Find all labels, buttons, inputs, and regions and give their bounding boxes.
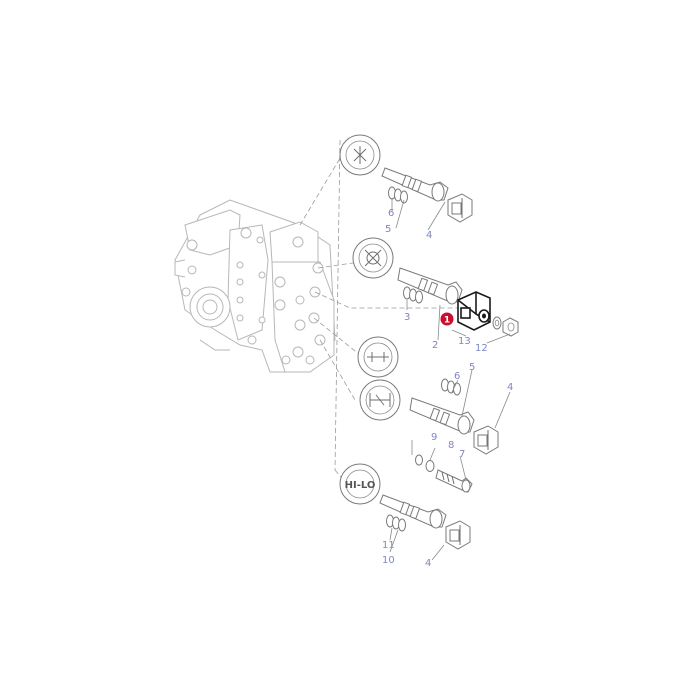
solenoid-coil-part-1[interactable] <box>457 291 491 331</box>
solenoid-assembly-e <box>379 494 471 550</box>
callout-4a: 4 <box>426 230 432 241</box>
callout-6a: 6 <box>388 208 394 219</box>
callout-5c: 5 <box>469 362 475 373</box>
solenoid-assembly-c <box>409 378 499 455</box>
screw-assembly-d <box>415 454 473 493</box>
callout-4e: 4 <box>425 558 431 569</box>
callout-10e: 10 <box>382 555 395 566</box>
symbol-disc-3 <box>357 336 399 378</box>
callout-13b: 13 <box>458 336 471 347</box>
callout-12b: 12 <box>475 343 488 354</box>
nut-12 <box>502 317 519 337</box>
callout-7d: 7 <box>459 449 465 460</box>
callout-5a: 5 <box>385 224 391 235</box>
symbol-disc-1 <box>339 134 381 176</box>
hi-lo-label: HI-LO <box>345 480 376 491</box>
valve-housing <box>174 199 336 373</box>
washer-13 <box>492 316 502 330</box>
solenoid-assembly-a <box>381 167 473 223</box>
callout-6c: 6 <box>454 371 460 382</box>
symbol-disc-2 <box>352 237 394 279</box>
callout-numbers: 6 5 4 3 2 13 12 6 5 4 9 8 7 11 10 4 <box>382 208 513 569</box>
callout-8d: 8 <box>448 440 454 451</box>
callout-3b: 3 <box>404 312 410 323</box>
callout-4c: 4 <box>507 382 513 393</box>
callout-2b: 2 <box>432 340 438 351</box>
callout-11e: 11 <box>382 540 395 551</box>
solenoid-assembly-b: 1 <box>397 267 519 337</box>
highlight-marker <box>440 312 454 326</box>
highlight-marker-label: 1 <box>444 315 450 325</box>
center-lines <box>299 139 460 483</box>
callout-9d: 9 <box>431 432 437 443</box>
part-1-badge: 1 <box>440 312 454 326</box>
hi-lo-disc: HI-LO <box>339 463 381 505</box>
leader-lines <box>389 198 511 561</box>
symbol-disc-4 <box>359 379 401 421</box>
